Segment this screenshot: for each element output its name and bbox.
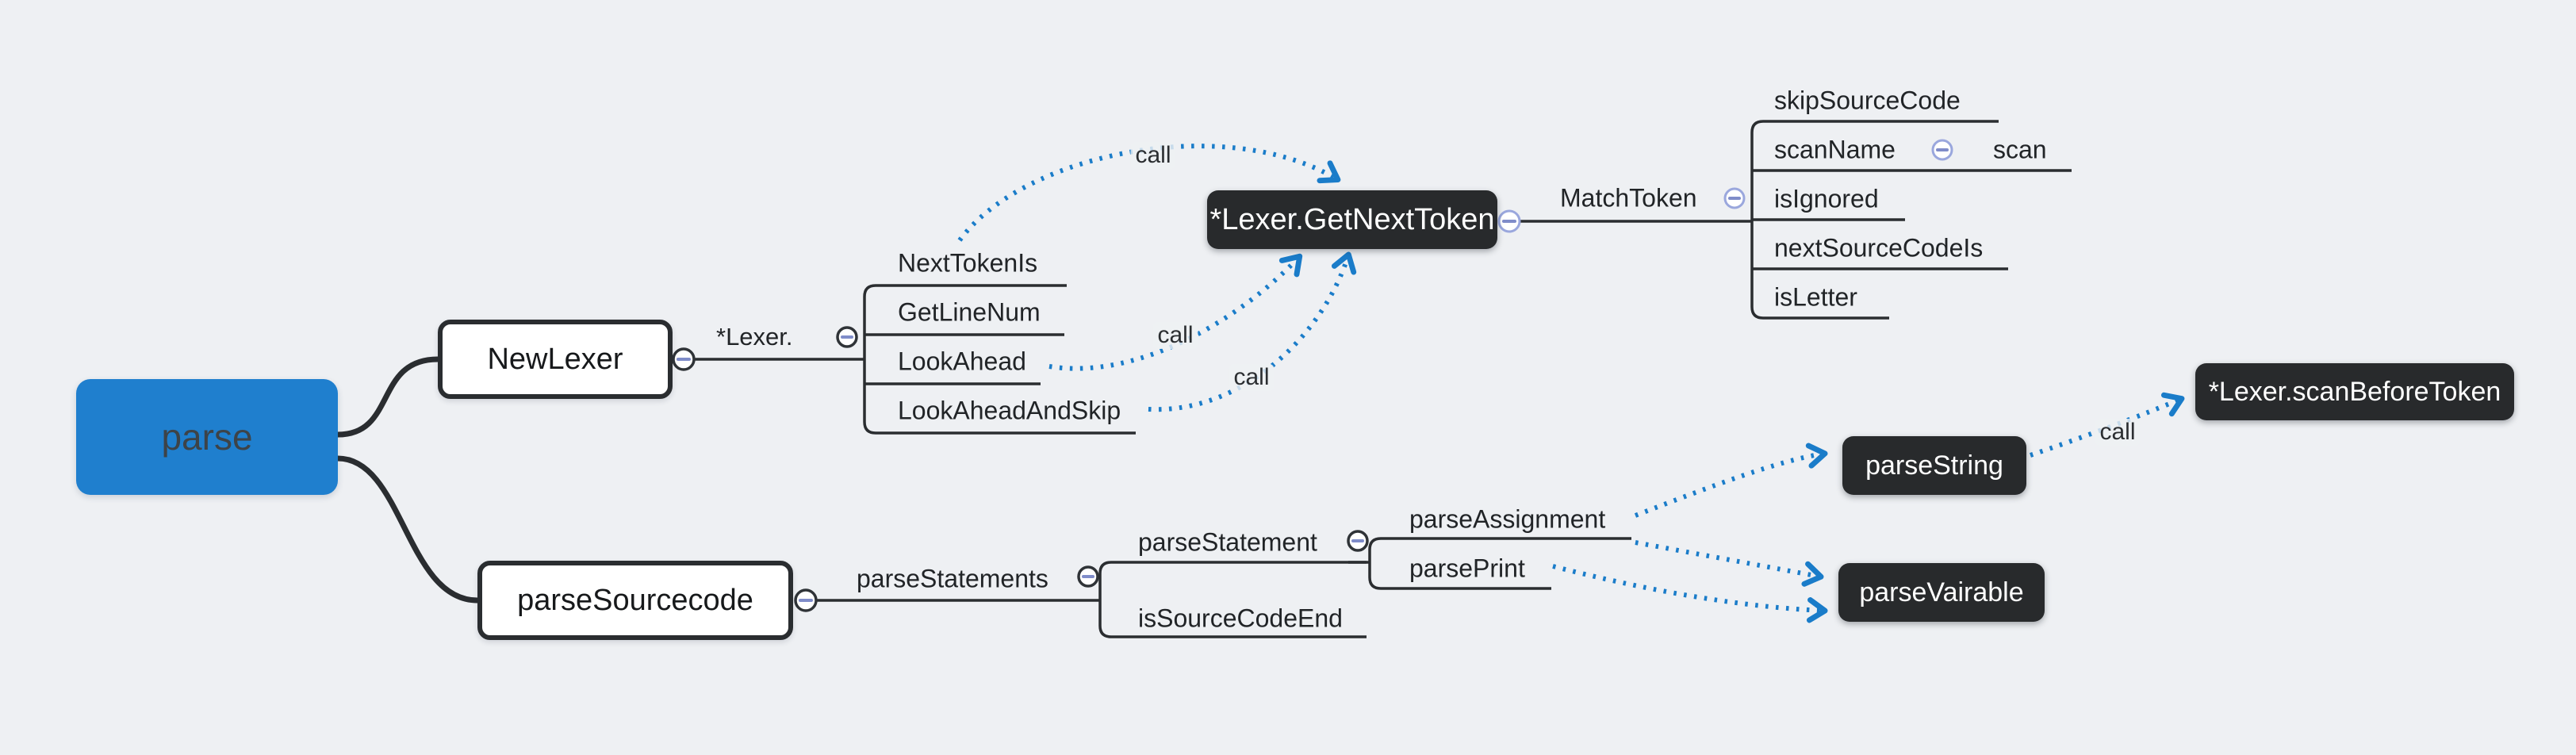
arrow-parseassignment-parsestring bbox=[1634, 443, 1828, 518]
topic-newlexer[interactable]: NewLexer bbox=[438, 320, 673, 399]
collapse-icon-parsestatements[interactable] bbox=[1077, 565, 1099, 588]
topic-nexttokenis[interactable]: NextTokenIs bbox=[898, 248, 1038, 278]
topic-matchtoken[interactable]: MatchToken bbox=[1560, 183, 1697, 213]
topic-scanbeforetoken[interactable]: *Lexer.scanBeforeToken bbox=[2195, 363, 2514, 420]
collapse-icon-scanname[interactable] bbox=[1931, 139, 1953, 161]
topic-isignored[interactable]: isIgnored bbox=[1774, 184, 1879, 213]
topic-parsestatements[interactable]: parseStatements bbox=[857, 564, 1048, 593]
branch-parse-parsesourcecode bbox=[337, 455, 478, 604]
branch-parse-newlexer bbox=[337, 356, 439, 438]
collapse-icon-lexer-prefix[interactable] bbox=[836, 326, 858, 348]
collapse-icon-parsestatement[interactable] bbox=[1347, 530, 1369, 552]
arrow-parseassignment-parsevairable bbox=[1635, 540, 1824, 587]
topic-lookaheadandskip[interactable]: LookAheadAndSkip bbox=[898, 396, 1121, 425]
collapse-icon-matchtoken[interactable] bbox=[1723, 187, 1746, 209]
topic-issourcecodeend[interactable]: isSourceCodeEnd bbox=[1138, 604, 1343, 633]
relationship-label-call-lookaheadandskip[interactable]: call bbox=[1229, 364, 1275, 391]
collapse-icon-getnexttoken[interactable] bbox=[1497, 209, 1521, 233]
topic-getlinenum[interactable]: GetLineNum bbox=[898, 297, 1041, 327]
topic-isletter[interactable]: isLetter bbox=[1774, 282, 1857, 312]
relationship-label-call-nexttokenis[interactable]: call bbox=[1130, 142, 1176, 169]
collapse-icon-newlexer[interactable] bbox=[672, 347, 696, 371]
collapse-icon-parsesourcecode[interactable] bbox=[794, 588, 818, 612]
arrow-lookahead-getnexttoken bbox=[1048, 253, 1303, 371]
topic-skipsourcecode[interactable]: skipSourceCode bbox=[1774, 86, 1961, 115]
topic-parsesourcecode[interactable]: parseSourcecode bbox=[477, 561, 793, 640]
topic-parse[interactable]: parse bbox=[76, 379, 338, 495]
relationship-label-call-parsestring[interactable]: call bbox=[2095, 419, 2141, 446]
topic-scan[interactable]: scan bbox=[1993, 135, 2047, 164]
topic-lexer-prefix[interactable]: *Lexer. bbox=[716, 323, 793, 351]
topic-parseprint[interactable]: parsePrint bbox=[1409, 554, 1525, 583]
arrow-parseprint-parsevairable bbox=[1552, 564, 1828, 623]
topic-parsestring[interactable]: parseString bbox=[1842, 436, 2026, 495]
topic-scanname[interactable]: scanName bbox=[1774, 135, 1896, 164]
topic-lookahead[interactable]: LookAhead bbox=[898, 347, 1026, 376]
topic-parsestatement[interactable]: parseStatement bbox=[1138, 527, 1317, 557]
topic-getnexttoken[interactable]: *Lexer.GetNextToken bbox=[1207, 190, 1497, 249]
relationship-label-call-lookahead[interactable]: call bbox=[1152, 322, 1198, 349]
topic-parsevairable[interactable]: parseVairable bbox=[1838, 563, 2045, 622]
topic-nextsourcecodeis[interactable]: nextSourceCodeIs bbox=[1774, 233, 1984, 263]
topic-parseassignment[interactable]: parseAssignment bbox=[1409, 504, 1606, 534]
